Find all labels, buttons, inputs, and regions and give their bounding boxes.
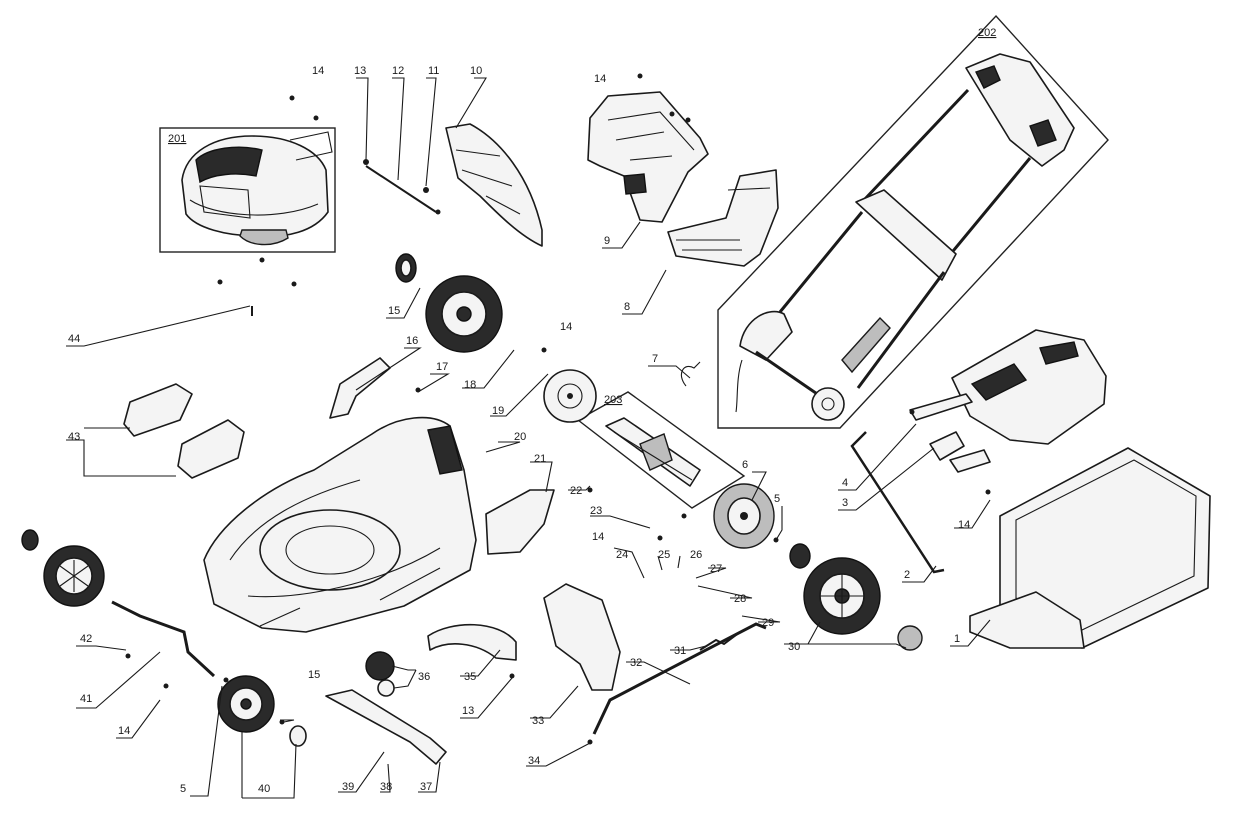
callout-34: 34	[528, 755, 540, 767]
callout-30: 30	[788, 641, 800, 653]
callout-25: 25	[658, 549, 670, 561]
mower-deck-part	[203, 416, 477, 633]
callout-16: 16	[406, 335, 418, 347]
callout-35: 35	[464, 671, 476, 683]
callout-19: 19	[492, 405, 504, 417]
front-right-wheel-part	[217, 675, 307, 747]
motor-assembly-part	[605, 417, 701, 487]
assembly-203-frame	[576, 391, 746, 509]
callout-31: 31	[674, 645, 686, 657]
callout-15-top: 15	[388, 305, 400, 317]
callout-29: 29	[762, 617, 774, 629]
screw-fasteners	[125, 73, 991, 745]
callout-14-right: 14	[958, 519, 970, 531]
callout-5-left: 5	[180, 783, 186, 795]
callout-20: 20	[514, 431, 526, 443]
callout-1: 1	[954, 633, 960, 645]
callout-3: 3	[842, 497, 848, 509]
cutting-blade-part	[325, 689, 447, 765]
callout-14-deck: 14	[592, 531, 604, 543]
label-202: 202	[978, 27, 996, 39]
callout-44: 44	[68, 333, 80, 345]
leader-lines	[66, 77, 991, 799]
callout-7: 7	[652, 353, 658, 365]
wheel-bearing-upper-part	[395, 253, 417, 283]
callout-36: 36	[418, 671, 430, 683]
callout-8: 8	[624, 301, 630, 313]
callout-14-top-center: 14	[594, 73, 606, 85]
handle-assembly-part	[735, 53, 1075, 421]
front-guard-part	[427, 623, 517, 661]
callout-28: 28	[734, 593, 746, 605]
wire-part	[680, 361, 701, 387]
rear-flap-part	[445, 123, 543, 247]
fan-part	[365, 651, 395, 697]
callout-4: 4	[842, 477, 848, 489]
callout-27: 27	[710, 563, 722, 575]
rear-cover-part	[951, 329, 1107, 445]
callout-39: 39	[342, 781, 354, 793]
callout-15-bottom: 15	[308, 669, 320, 681]
grass-catcher-part	[969, 447, 1211, 649]
drive-gear-part	[713, 483, 775, 549]
callout-2: 2	[904, 569, 910, 581]
pulley-disc-part	[543, 369, 597, 423]
callout-38: 38	[380, 781, 392, 793]
callout-18: 18	[464, 379, 476, 391]
callout-13-top: 13	[354, 65, 366, 77]
label-201: 201	[168, 133, 186, 145]
callout-14-center: 14	[560, 321, 572, 333]
callout-41: 41	[80, 693, 92, 705]
rear-wheel-upper-part	[425, 275, 503, 353]
label-203: 203	[604, 394, 622, 406]
callout-43: 43	[68, 431, 80, 443]
callout-6: 6	[742, 459, 748, 471]
motor-housing-part	[181, 131, 333, 246]
assembly-201-frame	[159, 127, 336, 253]
callout-24: 24	[616, 549, 628, 561]
callout-9: 9	[604, 235, 610, 247]
upper-housing-part	[587, 91, 709, 223]
tie-rod-part	[363, 159, 441, 215]
callout-40: 40	[258, 783, 270, 795]
callout-33: 33	[532, 715, 544, 727]
chute-cover-part	[667, 169, 779, 267]
assembly-202-frame	[717, 14, 1109, 429]
callout-26: 26	[690, 549, 702, 561]
front-left-wheel-part	[21, 529, 105, 607]
air-filter-part	[123, 383, 245, 479]
callout-14-bottom-left: 14	[118, 725, 130, 737]
callout-23: 23	[590, 505, 602, 517]
spring-part	[699, 631, 741, 651]
callout-11: 11	[428, 65, 439, 77]
rear-right-wheel-part	[789, 543, 923, 651]
callout-12: 12	[392, 65, 404, 77]
callout-14-top-left: 14	[312, 65, 324, 77]
height-lever-part	[592, 622, 767, 735]
height-adjust-plate-part	[485, 489, 555, 555]
callout-17: 17	[436, 361, 448, 373]
callout-37: 37	[420, 781, 432, 793]
callout-32: 32	[630, 657, 642, 669]
callout-13-bottom: 13	[462, 705, 474, 717]
callout-42: 42	[80, 633, 92, 645]
rear-axle-part	[111, 600, 216, 678]
callout-5-right: 5	[774, 493, 780, 505]
callout-22: 22	[570, 485, 582, 497]
callout-21: 21	[534, 453, 546, 465]
rear-guard-part	[543, 583, 621, 691]
callout-10: 10	[470, 65, 482, 77]
latch-bar-part	[850, 393, 991, 574]
